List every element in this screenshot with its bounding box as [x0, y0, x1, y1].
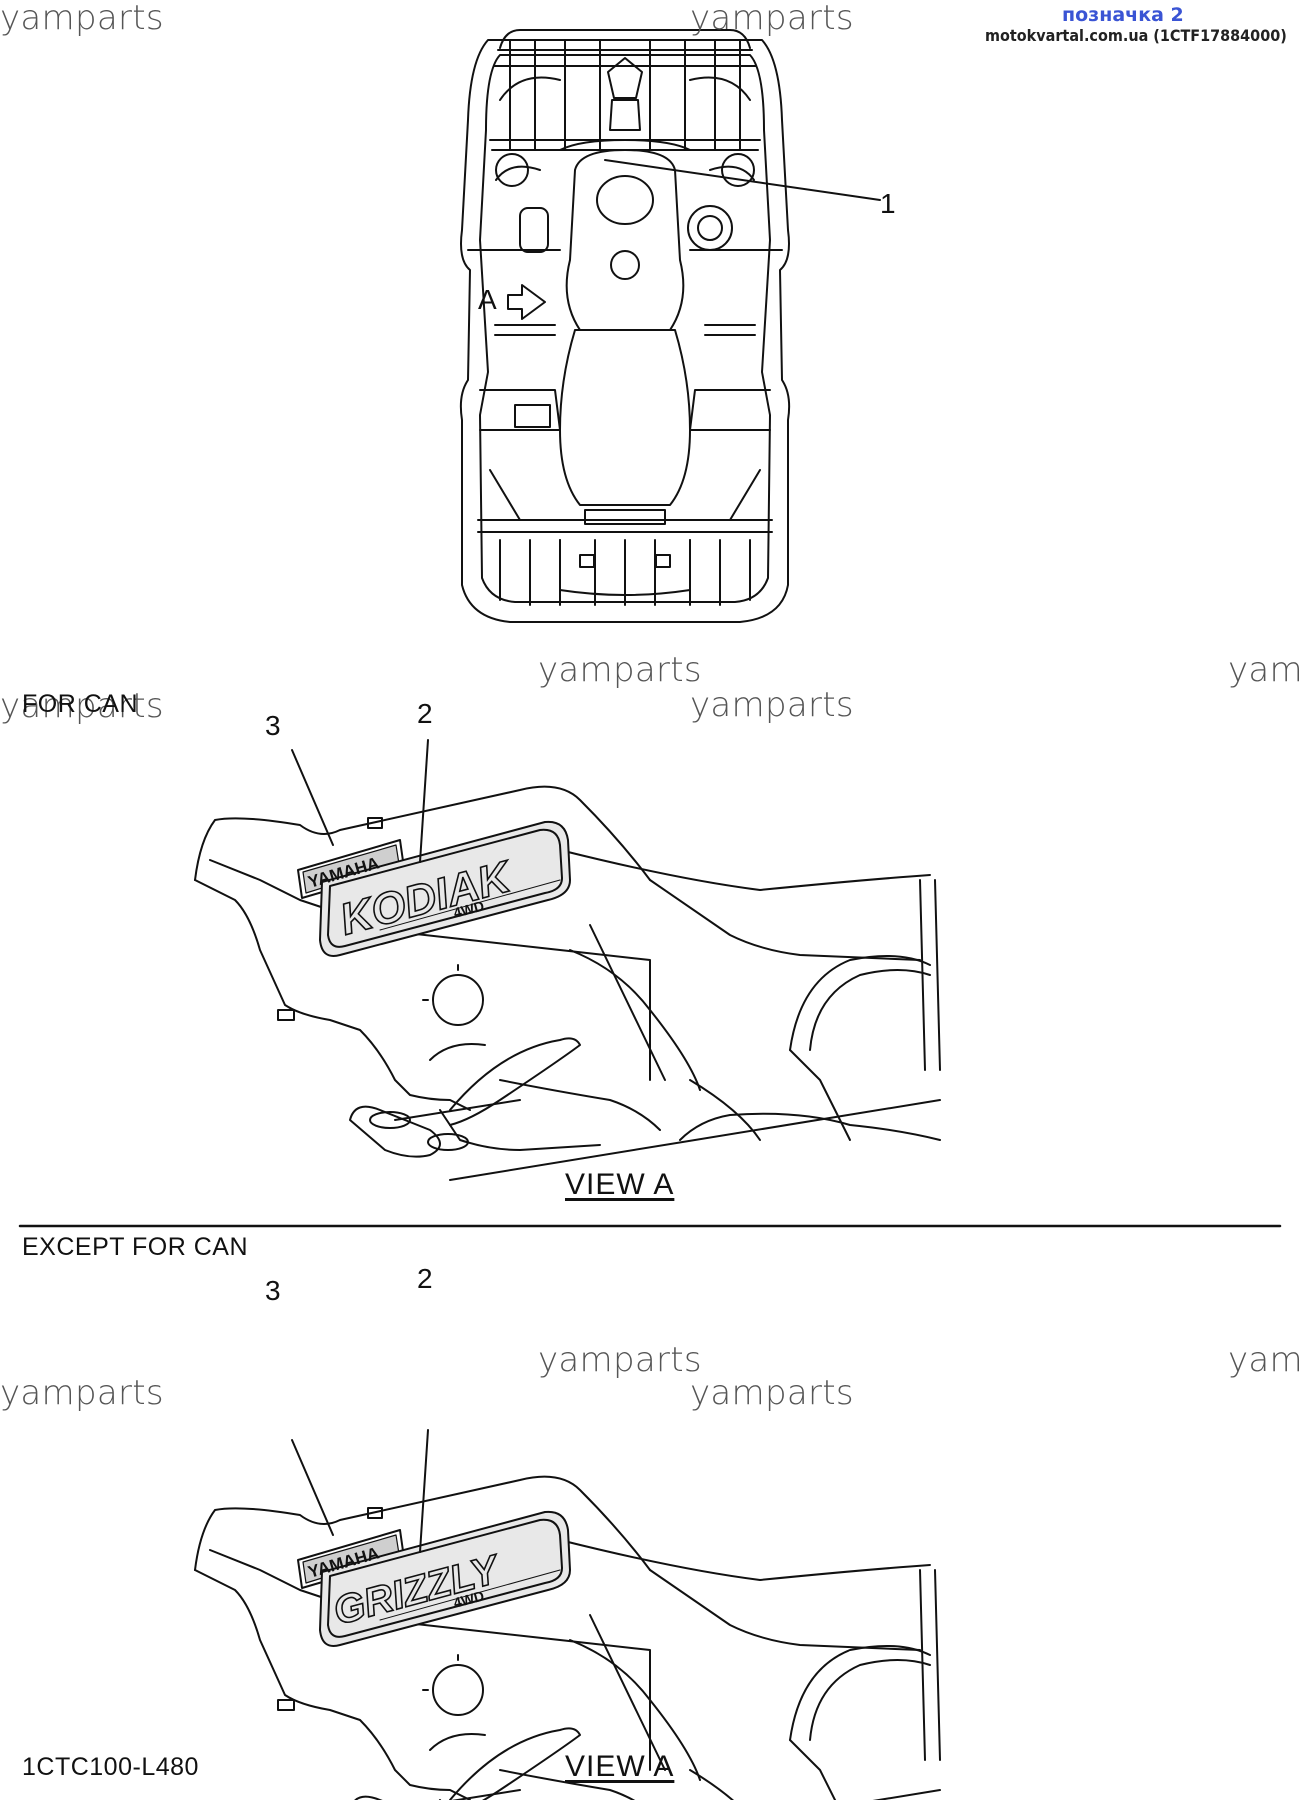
view-a-label-except: VIEW A [565, 1750, 675, 1783]
watermark: yamparts [538, 1340, 702, 1380]
watermark: yamparts [690, 1373, 854, 1413]
arrow-a-label: A [478, 284, 497, 315]
view-a-can [194, 739, 941, 1181]
drawing-code: 1CTC100-L480 [22, 1753, 199, 1781]
watermark: yamparts [690, 0, 854, 38]
view-a-except-can [194, 1429, 941, 1800]
section-title-except: EXCEPT FOR CAN [22, 1233, 249, 1261]
view-a-label-can: VIEW A [565, 1168, 675, 1201]
section-title-can: FOR CAN [22, 690, 138, 718]
callout-3-can: 3 [265, 710, 281, 741]
callout-3-except: 3 [265, 1275, 281, 1306]
watermark: yamparts [0, 0, 164, 38]
callout-2-can: 2 [417, 698, 433, 729]
watermark: yamparts [690, 685, 854, 725]
header-source: motokvartal.com.ua (1CTF17884000) [985, 26, 1287, 45]
model-sub-except: 4WD [452, 1587, 486, 1611]
callout-2-except: 2 [417, 1263, 433, 1294]
watermark: yam [1228, 650, 1303, 690]
watermark: yamparts [0, 686, 164, 726]
header-label: позначка 2 [1062, 4, 1184, 26]
atv-top-view [459, 29, 881, 623]
watermark: yam [1228, 1340, 1303, 1380]
callout-1: 1 [880, 188, 896, 219]
watermark: yamparts [538, 650, 702, 690]
model-sub-can: 4WD [452, 897, 486, 921]
watermark: yamparts [0, 1373, 164, 1413]
